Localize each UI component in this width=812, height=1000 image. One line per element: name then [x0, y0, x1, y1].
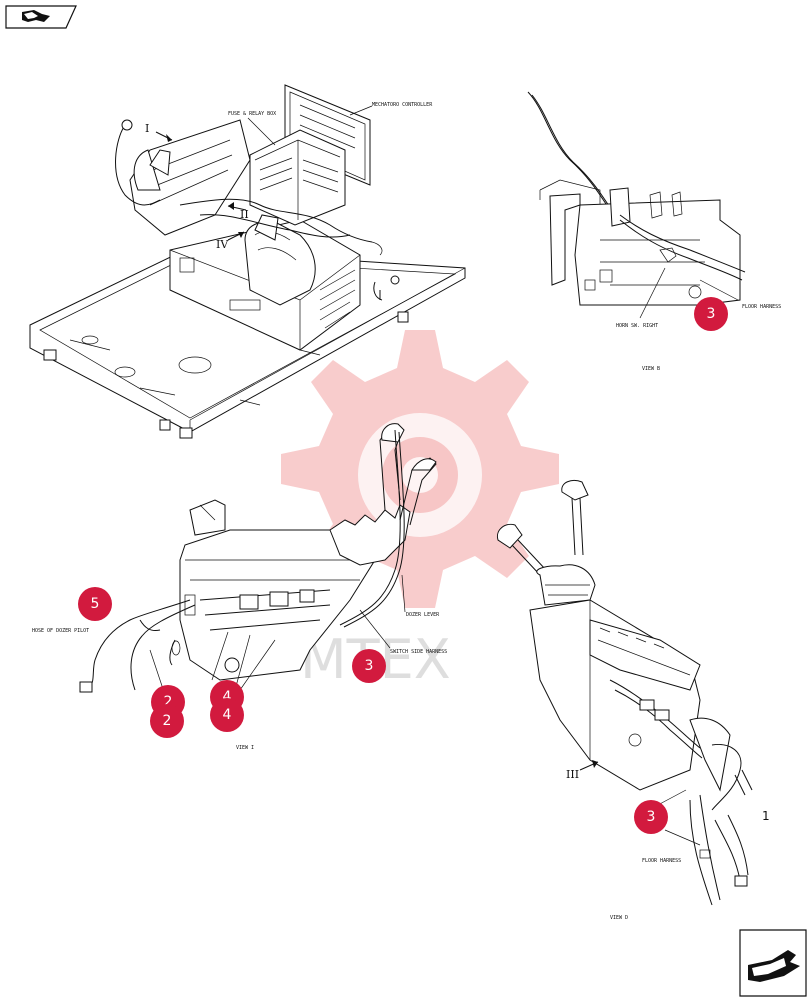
marker-view-iii: III: [566, 768, 579, 781]
label-horn-sw-right: HORN SW. RIGHT: [616, 323, 658, 329]
label-fuse-relay-box: FUSE & RELAY BOX: [228, 111, 276, 117]
callout-5[interactable]: 5: [78, 587, 112, 621]
svg-text:5: 5: [91, 596, 100, 612]
svg-text:3: 3: [647, 809, 656, 825]
svg-text:4: 4: [223, 707, 232, 723]
svg-text:2: 2: [163, 713, 172, 729]
label-dozer-lever: DOZER LEVER: [406, 612, 440, 618]
book-arrow-icon[interactable]: [5, 5, 77, 29]
svg-text:3: 3: [707, 306, 716, 322]
next-page-arrow-icon[interactable]: [739, 929, 807, 997]
callout-3[interactable]: 3: [694, 297, 728, 331]
callout-3[interactable]: 3: [352, 649, 386, 683]
caption-view-i: VIEW I: [236, 745, 254, 751]
svg-text:3: 3: [365, 658, 374, 674]
view-d-drawing: [496, 479, 753, 906]
callout-3[interactable]: 3: [634, 800, 668, 834]
marker-view-iv: IV: [216, 238, 229, 251]
view-i-drawing: [79, 423, 437, 696]
caption-view-d: VIEW D: [610, 915, 628, 921]
marker-view-i: I: [145, 122, 149, 135]
marker-view-ii: II: [240, 208, 249, 221]
svg-text:4: 4: [223, 689, 232, 705]
label-floor-harness-b: FLOOR HARNESS: [742, 304, 781, 310]
main-assembly-drawing: [29, 84, 466, 439]
side-mark-1: 1: [762, 809, 770, 823]
callout-4[interactable]: 4: [210, 698, 244, 732]
svg-text:2: 2: [164, 694, 173, 710]
label-hose-dozer-pilot: HOSE OF DOZER PILOT: [32, 628, 89, 634]
label-mechatoro-controller: MECHATORO CONTROLLER: [372, 102, 433, 108]
label-switch-side-harness: SWITCH SIDE HARNESS: [390, 649, 447, 655]
callout-2[interactable]: 2: [150, 704, 184, 738]
caption-view-b: VIEW B: [642, 366, 660, 372]
view-b-drawing: [527, 91, 746, 319]
label-floor-harness-d: FLOOR HARNESS: [642, 858, 681, 864]
